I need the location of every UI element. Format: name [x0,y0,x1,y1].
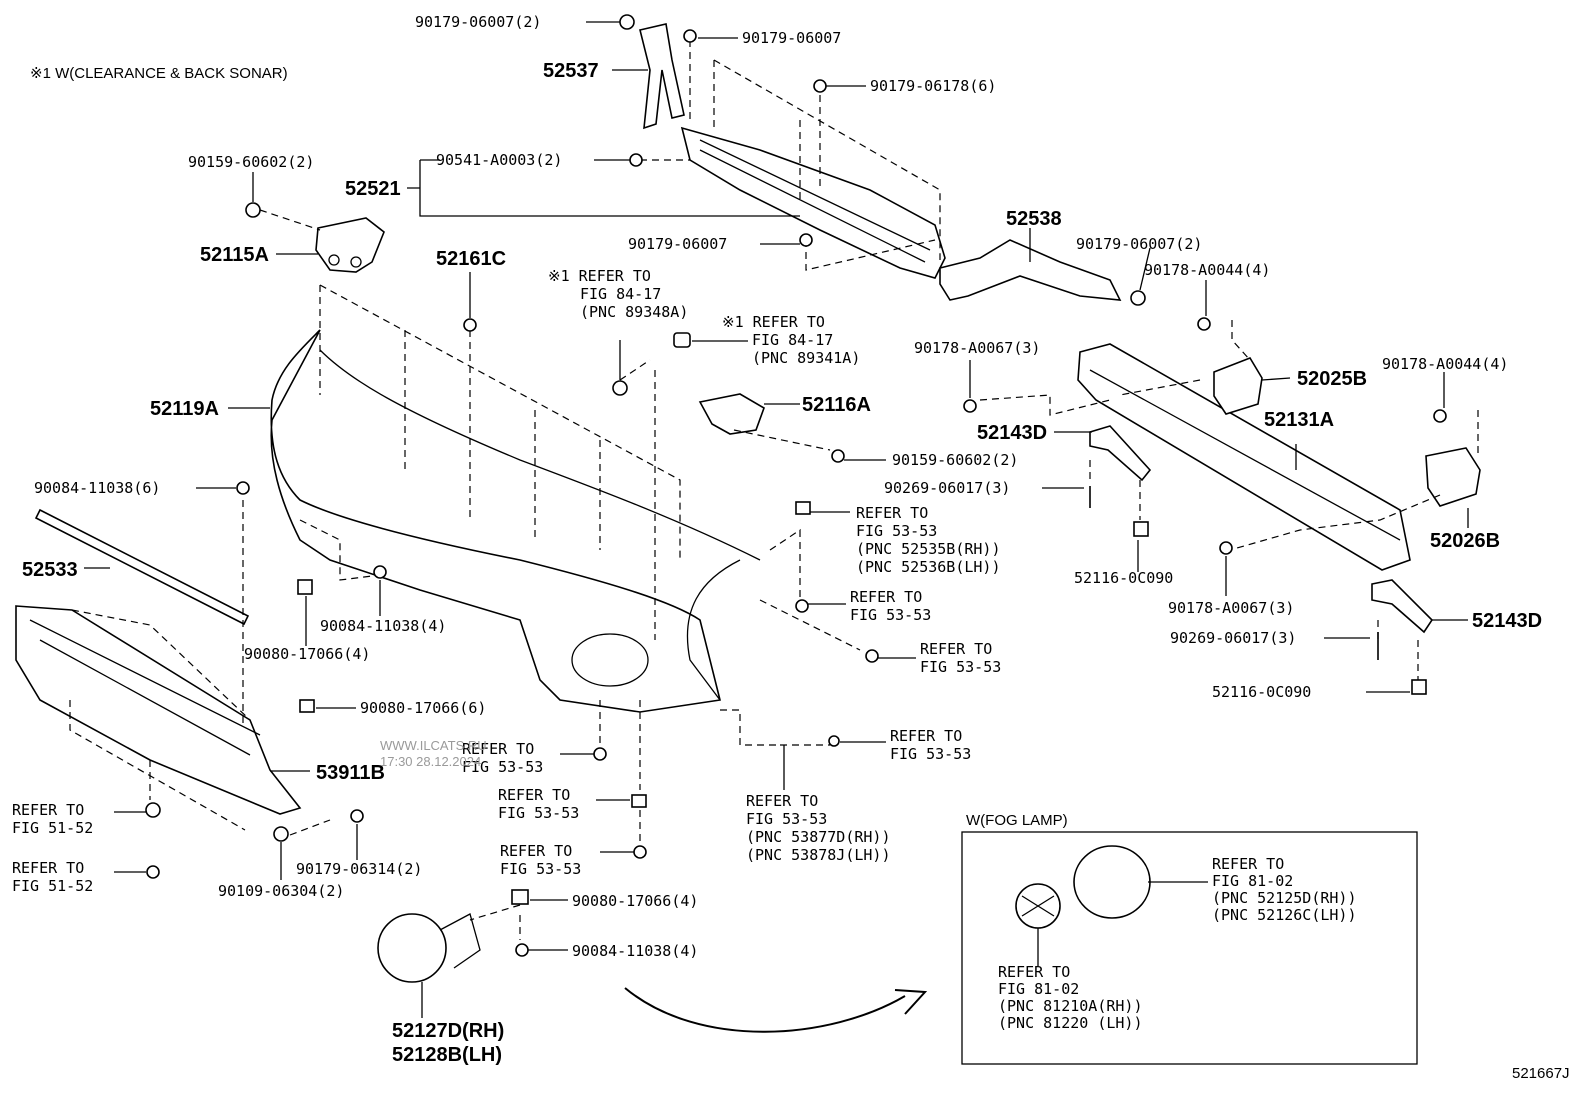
inset-title: W(FOG LAMP) [966,812,1068,829]
fog-lamp-inset [961,831,1418,1065]
label-52128B[interactable]: 52128B(LH) [392,1044,502,1066]
label-52538[interactable]: 52538 [1006,208,1062,230]
assembly-lines [69,40,1479,940]
watermark-site: WWW.ILCATS.RU [380,738,487,753]
refer-fig-53-53-e[interactable]: REFER TO FIG 53-53 [462,740,543,776]
bracket-52143D-upper[interactable] [1089,425,1152,482]
label-fastener-6[interactable]: 90179-06007 [628,235,727,253]
reinforcement-channel [1089,369,1401,541]
bumper-cover-52119A[interactable] [270,329,721,713]
label-fastener-20[interactable]: 52116-0C090 [1212,683,1311,701]
label-fastener-23[interactable]: 90080-17066(4) [572,892,698,910]
label-fastener-18[interactable]: 90178-A0067(3) [1168,599,1294,617]
label-52521[interactable]: 52521 [345,178,401,200]
label-fastener-9[interactable]: 90178-A0067(3) [914,339,1040,357]
label-52119A[interactable]: 52119A [150,398,219,420]
label-fastener-13[interactable]: 90084-11038(6) [34,479,160,497]
label-fastener-22[interactable]: 90109-06304(2) [218,882,344,900]
reinforcement-52521[interactable] [680,126,946,279]
leader-lines [84,21,1469,1018]
refer-fig-51-52-a[interactable]: REFER TO FIG 51-52 [12,801,93,837]
label-fastener-21[interactable]: 90179-06314(2) [296,860,422,878]
label-52025B[interactable]: 52025B [1297,368,1367,390]
refer-fig-53-53-a[interactable]: REFER TO FIG 53-53 (PNC 52535B(RH)) (PNC… [856,504,1010,576]
bumper-top-edge [319,349,761,561]
label-fastener-1[interactable]: 90179-06007(2) [415,13,541,31]
label-fastener-12[interactable]: 90269-06017(3) [884,479,1010,497]
refer-sonar-2[interactable]: ※1 REFER TO FIG 84-17 (PNC 89341A) [722,313,860,367]
label-fastener-15[interactable]: 90080-17066(4) [244,645,370,663]
lower-cover-grille [29,619,261,756]
label-52533[interactable]: 52533 [22,559,78,581]
label-fastener-11[interactable]: 90159-60602(2) [892,451,1018,469]
fog-lamp-opening [571,633,649,687]
label-fastener-24[interactable]: 90084-11038(4) [572,942,698,960]
reinforcement-ribs [699,139,931,263]
watermark-stamp: 17:30 28.12.2024 [380,754,481,769]
label-fastener-8[interactable]: 90178-A0044(4) [1144,261,1270,279]
refer-fig-53-53-b[interactable]: REFER TO FIG 53-53 [850,588,931,624]
label-fastener-4[interactable]: 90159-60602(2) [188,153,314,171]
header-note: ※1 W(CLEARANCE & BACK SONAR) [30,65,288,82]
bracket-52538[interactable] [939,239,1122,301]
label-53911B[interactable]: 53911B [316,762,385,784]
refer-sonar-1[interactable]: ※1 REFER TO FIG 84-17 (PNC 89348A) [548,267,688,321]
diagram-id: 521667J [1512,1065,1570,1082]
reinforcement-52131A[interactable] [1077,343,1411,571]
label-fastener-17[interactable]: 52116-0C090 [1074,569,1173,587]
label-52115A[interactable]: 52115A [200,244,269,266]
moulding-52533[interactable] [34,508,250,626]
retainer-52116A[interactable] [698,393,765,435]
label-fastener-19[interactable]: 90269-06017(3) [1170,629,1296,647]
refer-fig-53-53-c[interactable]: REFER TO FIG 53-53 [920,640,1001,676]
refer-fig-53-53-f[interactable]: REFER TO FIG 53-53 [498,786,579,822]
bracket-52115A[interactable] [315,217,385,273]
refer-fig-51-52-b[interactable]: REFER TO FIG 51-52 [12,859,93,895]
label-52026B[interactable]: 52026B [1430,530,1500,552]
label-52537[interactable]: 52537 [543,60,599,82]
fog-lamp-52127D[interactable] [377,913,447,983]
label-fastener-10[interactable]: 90178-A0044(4) [1382,355,1508,373]
bracket-52143D-lower[interactable] [1371,579,1434,634]
label-52116A[interactable]: 52116A [802,394,871,416]
label-fastener-7[interactable]: 90179-06007(2) [1076,235,1202,253]
inset-fog-lamp-housing[interactable] [1073,845,1151,919]
refer-fig-81-02-a[interactable]: REFER TO FIG 81-02 (PNC 52125D(RH)) (PNC… [1212,855,1366,924]
bracket-52026B[interactable] [1425,447,1481,507]
label-52143D-upper[interactable]: 52143D [977,422,1047,444]
arrow-to-inset [624,987,906,1033]
fastener-glyphs [145,14,1447,957]
refer-fig-53-53-g[interactable]: REFER TO FIG 53-53 [500,842,581,878]
label-52161C[interactable]: 52161C [436,248,506,270]
label-52127D[interactable]: 52127D(RH) [392,1020,504,1042]
label-fastener-2[interactable]: 90179-06007 [742,29,841,47]
fog-lamp-bracket [439,913,481,969]
label-52143D-lower[interactable]: 52143D [1472,610,1542,632]
refer-fig-53-53-d[interactable]: REFER TO FIG 53-53 [890,727,971,763]
label-52131A[interactable]: 52131A [1264,409,1334,431]
label-fastener-3[interactable]: 90179-06178(6) [870,77,996,95]
label-fastener-14[interactable]: 90084-11038(4) [320,617,446,635]
bracket-52025B[interactable] [1213,357,1263,415]
arrow-head [894,989,928,1015]
refer-fig-53-53-h[interactable]: REFER TO FIG 53-53 (PNC 53877D(RH)) (PNC… [746,792,900,864]
inset-bulb-grid [1021,895,1055,917]
bumper-corner [686,559,741,701]
lower-cover-53911B[interactable] [15,605,302,815]
bracket-52537[interactable] [639,23,685,130]
label-fastener-5[interactable]: 90541-A0003(2) [436,151,562,169]
label-fastener-16[interactable]: 90080-17066(6) [360,699,486,717]
refer-fig-81-02-b[interactable]: REFER TO FIG 81-02 (PNC 81210A(RH)) (PNC… [998,963,1152,1032]
